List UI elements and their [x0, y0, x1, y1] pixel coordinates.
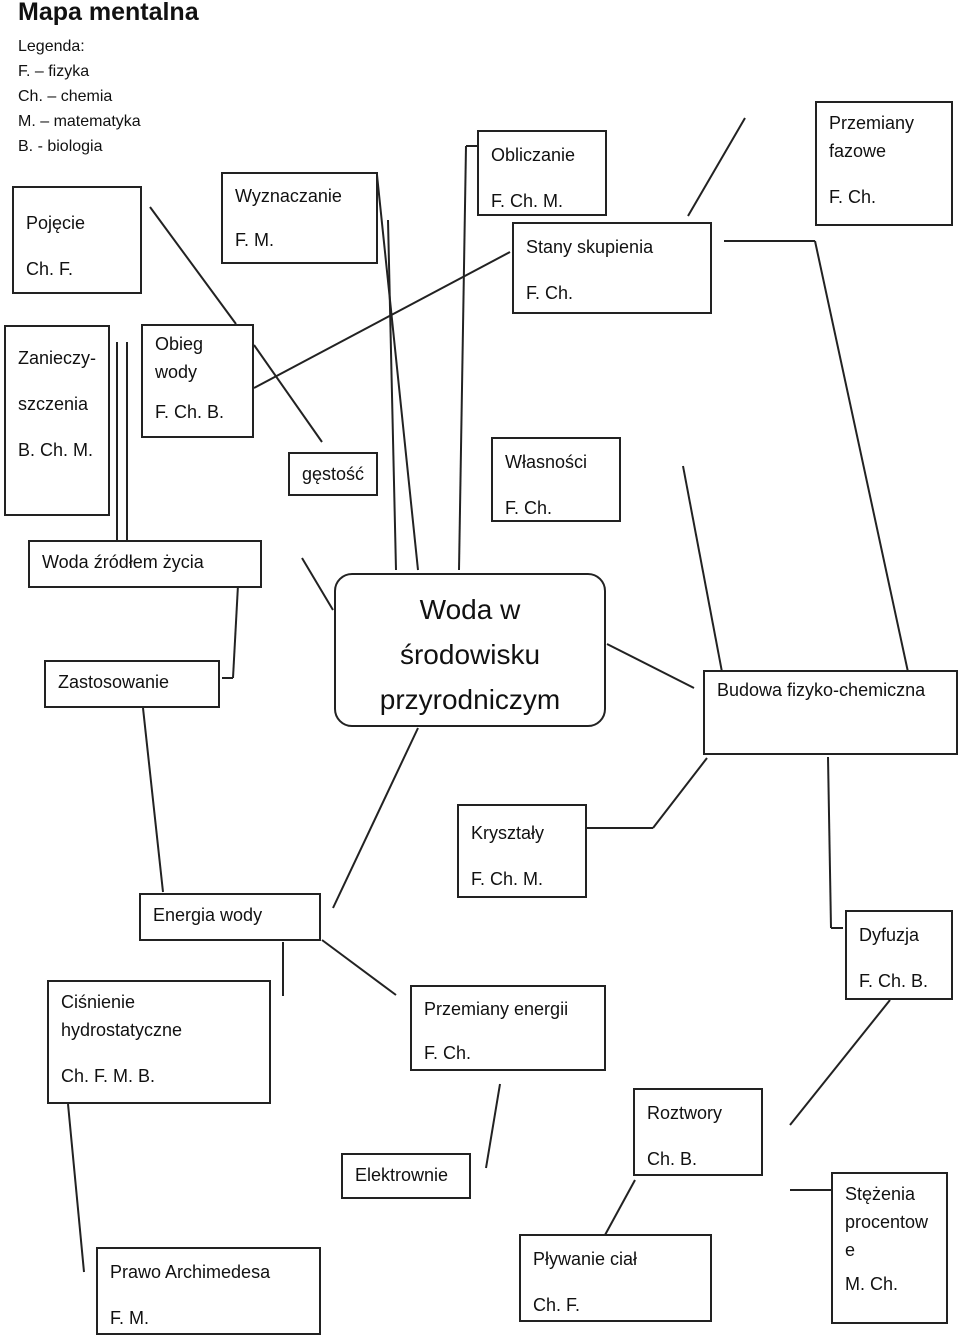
node-label: Stężenia procentow e — [845, 1184, 929, 1260]
node-plywanie-cial: Pływanie ciał Ch. F. — [519, 1234, 712, 1322]
node-zastosowanie: Zastosowanie — [44, 660, 220, 708]
node-wyznaczanie: Wyznaczanie F. M. — [221, 172, 378, 264]
node-tags: M. Ch. — [845, 1274, 899, 1294]
node-wlasnosci: Własności F. Ch. — [491, 437, 621, 522]
connector-line — [789, 999, 891, 1126]
node-label: Zanieczy- szczenia — [18, 348, 97, 414]
node-label: Elektrownie — [355, 1165, 449, 1185]
node-tags: F. M. — [110, 1308, 149, 1328]
node-label: Pływanie ciał — [533, 1249, 638, 1269]
node-label: Roztwory — [647, 1103, 723, 1123]
legend: Legenda: F. – fizyka Ch. – chemia M. – m… — [18, 34, 141, 159]
node-tags: F. Ch. B. — [155, 402, 225, 422]
connector-line — [253, 344, 323, 443]
node-zanieczyszczenia: Zanieczy- szczenia B. Ch. M. — [4, 325, 110, 516]
node-label: Ciśnienie hydrostatyczne — [61, 992, 183, 1040]
connector-line — [814, 240, 909, 673]
connector-line — [67, 1103, 85, 1273]
node-label: Woda źródłem życia — [42, 552, 204, 572]
connector-line — [827, 756, 832, 929]
node-tags: F. M. — [235, 230, 274, 250]
connector-line — [687, 117, 746, 217]
node-label: Przemiany energii — [424, 999, 569, 1019]
node-label: Obliczanie — [491, 145, 576, 165]
node-prawo-archimedesa: Prawo Archimedesa F. M. — [96, 1247, 321, 1335]
legend-item: B. - biologia — [18, 138, 103, 155]
legend-item: M. – matematyka — [18, 113, 141, 130]
node-label: gęstość — [302, 464, 365, 484]
node-obieg-wody: Obieg wody F. Ch. B. — [141, 324, 254, 438]
node-tags: Ch. F. — [26, 259, 74, 279]
node-pojecie: Pojęcie Ch. F. — [12, 186, 142, 294]
node-energia-wody: Energia wody — [139, 893, 321, 941]
node-tags: B. Ch. M. — [18, 440, 94, 460]
node-stezenia: Stężenia procentow e M. Ch. — [831, 1172, 948, 1324]
legend-item: Ch. – chemia — [18, 88, 113, 105]
node-budowa: Budowa fizyko-chemiczna — [703, 670, 958, 755]
connector-line — [376, 174, 419, 571]
connector-line — [604, 1179, 636, 1236]
node-label: Budowa fizyko-chemiczna — [717, 680, 926, 700]
node-tags: F. Ch. M. — [491, 191, 564, 211]
node-tags: F. Ch. — [424, 1043, 472, 1063]
node-label: Prawo Archimedesa — [110, 1262, 271, 1282]
node-label: Stany skupienia — [526, 237, 654, 257]
node-label: Własności — [505, 452, 588, 472]
node-label: Dyfuzja — [859, 925, 920, 945]
node-label: Pojęcie — [26, 213, 86, 233]
connector-line — [232, 584, 239, 679]
connector-line — [142, 707, 164, 893]
node-woda-zrodlem-zycia: Woda źródłem życia — [28, 540, 262, 588]
central-node: Woda w środowisku przyrodniczym — [334, 573, 606, 727]
node-tags: Ch. B. — [647, 1149, 698, 1169]
connector-line — [485, 1083, 501, 1169]
node-tags: F. Ch. M. — [471, 869, 544, 889]
legend-heading: Legenda: — [18, 38, 85, 55]
node-dyfuzja: Dyfuzja F. Ch. B. — [845, 910, 953, 1000]
node-krysztaly: Kryształy F. Ch. M. — [457, 804, 587, 898]
page-title: Mapa mentalna — [18, 0, 199, 26]
connector-line — [301, 557, 334, 611]
node-przemiany-energii: Przemiany energii F. Ch. — [410, 985, 606, 1071]
node-tags: F. Ch. — [505, 498, 553, 518]
node-label: Obieg wody — [155, 334, 204, 382]
node-label: Kryształy — [471, 823, 545, 843]
connector-line — [321, 939, 397, 996]
node-label: Przemiany fazowe — [829, 113, 915, 161]
connector-line — [387, 219, 397, 571]
node-cisnienie-hydrostatyczne: Ciśnienie hydrostatyczne Ch. F. M. B. — [47, 980, 271, 1104]
node-label: Zastosowanie — [58, 672, 170, 692]
node-label: Energia wody — [153, 905, 263, 925]
node-tags: Ch. F. M. B. — [61, 1066, 156, 1086]
node-tags: Ch. F. — [533, 1295, 581, 1315]
legend-item: F. – fizyka — [18, 63, 90, 80]
node-tags: F. Ch. — [829, 187, 877, 207]
node-przemiany-fazowe: Przemiany fazowe F. Ch. — [815, 101, 953, 226]
connector-line — [458, 145, 467, 571]
node-tags: F. Ch. — [526, 283, 574, 303]
node-tags: F. Ch. B. — [859, 971, 929, 991]
node-roztwory: Roztwory Ch. B. — [633, 1088, 763, 1176]
node-gestosc: gęstość — [288, 452, 378, 496]
connector-line — [606, 643, 695, 689]
connector-line — [682, 465, 723, 673]
node-obliczanie: Obliczanie F. Ch. M. — [477, 130, 607, 216]
connector-line — [149, 206, 237, 325]
node-stany-skupienia: Stany skupienia F. Ch. — [512, 222, 712, 314]
connector-line — [253, 251, 511, 389]
connector-line — [652, 757, 708, 829]
connector-line — [332, 727, 419, 909]
node-label: Wyznaczanie — [235, 186, 342, 206]
node-elektrownie: Elektrownie — [341, 1153, 471, 1199]
